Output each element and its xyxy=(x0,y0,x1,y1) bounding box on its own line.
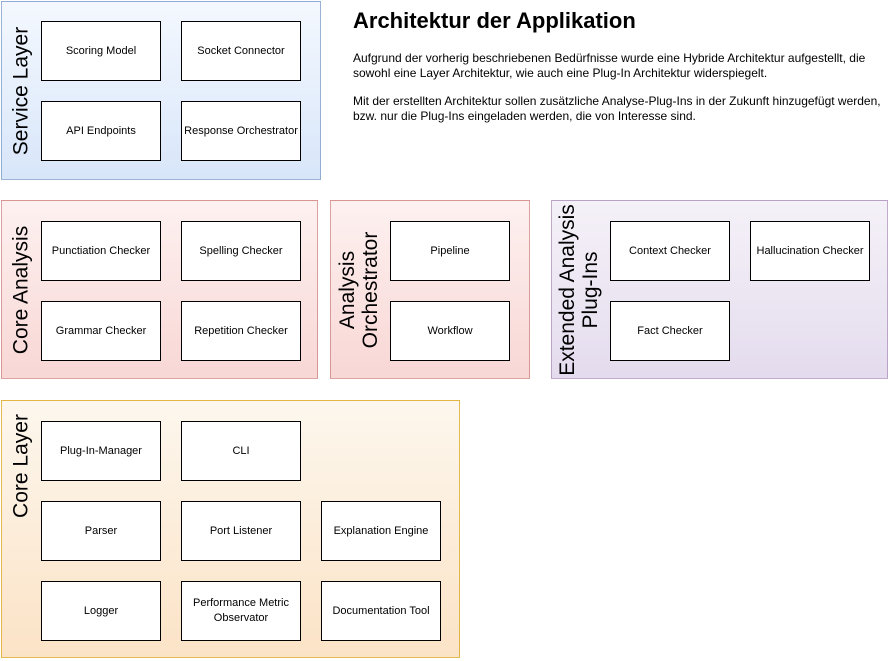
node-workflow: Workflow xyxy=(390,301,510,361)
node-cli: CLI xyxy=(181,421,301,481)
service-layer-container: Service Layer Scoring Model Socket Conne… xyxy=(1,1,321,180)
core-analysis-container: Core Analysis Punctiation Checker Spelli… xyxy=(1,200,318,379)
node-response-orchestrator: Response Orchestrator xyxy=(181,101,301,161)
analysis-orchestrator-label: Analysis Orchestrator xyxy=(336,231,382,348)
node-grammar-checker: Grammar Checker xyxy=(41,301,161,361)
node-fact-checker: Fact Checker xyxy=(610,301,730,361)
node-plug-in-manager: Plug-In-Manager xyxy=(41,421,161,481)
page-title: Architektur der Applikation xyxy=(353,8,636,33)
node-context-checker: Context Checker xyxy=(610,221,730,281)
node-port-listener: Port Listener xyxy=(181,501,301,561)
node-pipeline: Pipeline xyxy=(390,221,510,281)
description-block: Architektur der Applikation Aufgrund der… xyxy=(353,7,888,137)
node-logger: Logger xyxy=(41,581,161,641)
node-socket-connector: Socket Connector xyxy=(181,21,301,81)
extended-analysis-container: Extended Analysis Plug-Ins Context Check… xyxy=(551,200,888,379)
analysis-orchestrator-container: Analysis Orchestrator Pipeline Workflow xyxy=(330,200,530,379)
node-spelling-checker: Spelling Checker xyxy=(181,221,301,281)
node-api-endpoints: API Endpoints xyxy=(41,101,161,161)
node-scoring-model: Scoring Model xyxy=(41,21,161,81)
description-paragraph-1: Aufgrund der vorherig beschriebenen Bedü… xyxy=(353,51,866,80)
core-layer-container: Core Layer Plug-In-Manager CLI Parser Po… xyxy=(1,400,460,658)
description-paragraph-2: Mit der erstellten Architektur sollen zu… xyxy=(353,94,881,123)
node-punctiation-checker: Punctiation Checker xyxy=(41,221,161,281)
node-parser: Parser xyxy=(41,501,161,561)
node-hallucination-checker: Hallucination Checker xyxy=(750,221,870,281)
core-analysis-label: Core Analysis xyxy=(9,225,33,354)
node-repetition-checker: Repetition Checker xyxy=(181,301,301,361)
core-layer-label: Core Layer xyxy=(9,414,33,518)
node-explanation-engine: Explanation Engine xyxy=(321,501,441,561)
node-performance-metric-observator: Performance Metric Observator xyxy=(181,581,301,641)
service-layer-label: Service Layer xyxy=(9,26,33,155)
extended-analysis-label: Extended Analysis Plug-Ins xyxy=(556,203,602,376)
node-documentation-tool: Documentation Tool xyxy=(321,581,441,641)
